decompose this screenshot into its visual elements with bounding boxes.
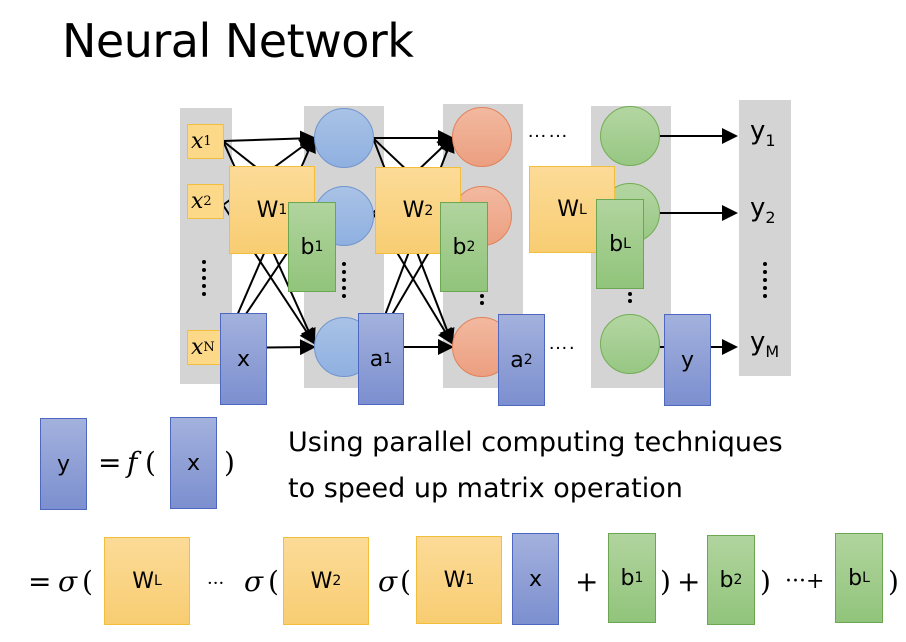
eq2-close-paren: ) bbox=[660, 565, 671, 598]
eq1-open-paren: ( bbox=[145, 446, 156, 479]
eq1-function-f: f bbox=[127, 446, 138, 479]
eq1-close-paren: ) bbox=[224, 446, 235, 479]
output-y2: y2 bbox=[750, 193, 776, 227]
layer1-vertical-ellipsis bbox=[341, 262, 347, 298]
eq1-equals: = bbox=[98, 446, 122, 479]
input-vertical-ellipsis bbox=[201, 260, 207, 296]
output-vector-y: y bbox=[664, 314, 711, 406]
note-line-2: to speed up matrix operation bbox=[288, 473, 683, 504]
layer2-vertical-ellipsis bbox=[479, 294, 485, 305]
eq2-dots-plus: ···+ bbox=[785, 569, 825, 594]
eq2-sigma: σ bbox=[58, 565, 78, 598]
edge bbox=[222, 130, 316, 147]
eq2-open-paren: ( bbox=[82, 565, 93, 598]
horizontal-ellipsis-bottom: …. bbox=[548, 332, 576, 354]
page-title: Neural Network bbox=[62, 14, 414, 68]
eq2-sigma: σ bbox=[244, 565, 264, 598]
eq2-equals: = bbox=[28, 565, 52, 598]
output-y1: y1 bbox=[750, 116, 776, 150]
eq2-open-paren: ( bbox=[268, 565, 279, 598]
eq2-close-paren: ) bbox=[760, 565, 771, 598]
eq1-output-vector-y: y bbox=[40, 418, 87, 510]
eq2-sigma: σ bbox=[378, 565, 398, 598]
layer1-neuron bbox=[314, 108, 374, 168]
layerL-neuron bbox=[600, 314, 660, 374]
eq2-dots: ··· bbox=[207, 573, 225, 594]
eq2-plus: + bbox=[575, 565, 599, 598]
output-vertical-ellipsis bbox=[762, 262, 768, 298]
eq2-plus: + bbox=[677, 565, 701, 598]
input-vector-x: x bbox=[220, 313, 267, 405]
output-yM: yM bbox=[750, 327, 780, 361]
eq2-open-paren: ( bbox=[400, 565, 411, 598]
layer2-neuron bbox=[452, 107, 512, 167]
note-line-1: Using parallel computing techniques bbox=[288, 427, 783, 458]
eq1-input-vector-x: x bbox=[170, 417, 217, 509]
horizontal-ellipsis-top: …… bbox=[527, 120, 569, 142]
layerL-neuron bbox=[600, 106, 660, 166]
layerL-vertical-ellipsis bbox=[627, 292, 633, 303]
output-layer-column bbox=[739, 100, 791, 376]
eq2-input-vector-x: x bbox=[512, 533, 559, 625]
eq2-close-paren: ) bbox=[888, 565, 899, 598]
